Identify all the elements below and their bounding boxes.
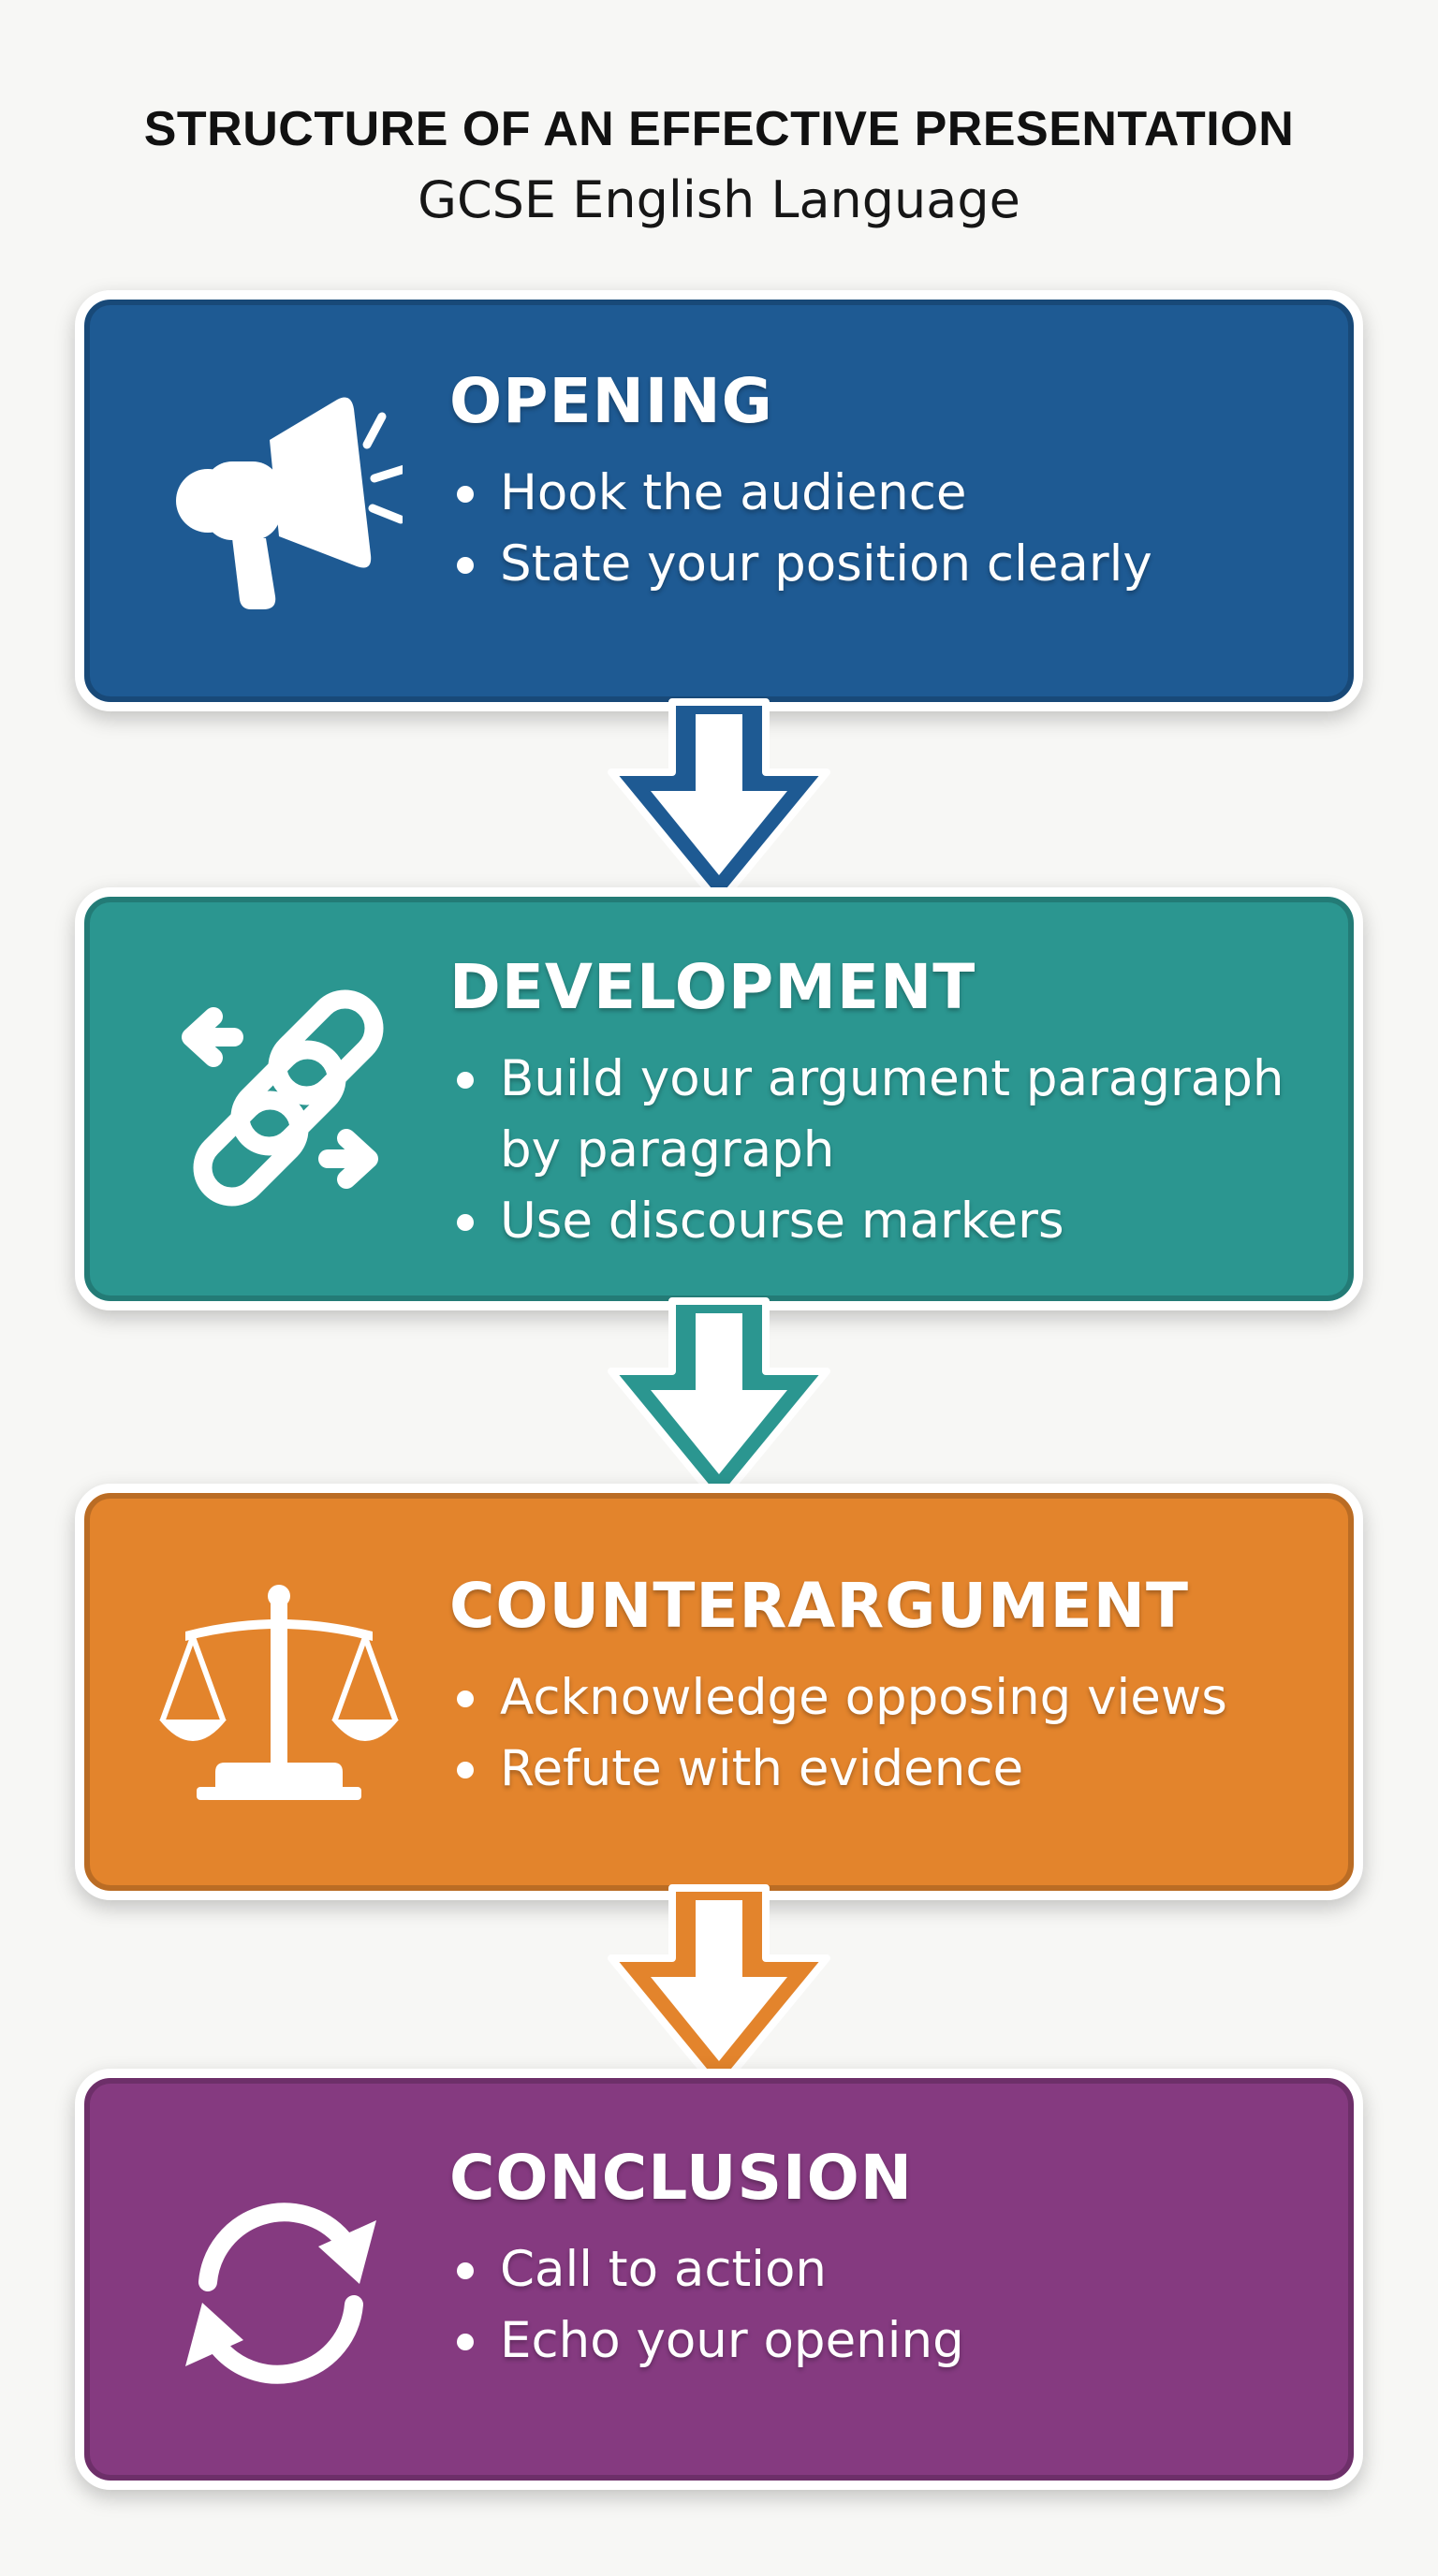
bullet-item: Refute with evidence: [449, 1734, 1316, 1805]
refresh-cycle-icon: [159, 2172, 403, 2415]
bullet-item: Acknowledge opposing views: [449, 1662, 1316, 1734]
page-subtitle: GCSE English Language: [418, 170, 1020, 229]
bullet-item: Call to action: [449, 2234, 1316, 2305]
flow-arrow-down: [602, 697, 836, 913]
stage-opening: OPENING Hook the audience State your pos…: [75, 290, 1363, 711]
flow-arrow-down: [602, 1883, 836, 2099]
flow-arrow-down: [602, 1296, 836, 1512]
stage-heading: CONCLUSION: [449, 2142, 913, 2214]
header: STRUCTURE OF AN EFFECTIVE PRESENTATION G…: [0, 101, 1438, 229]
stage-counterargument: COUNTERARGUMENT Acknowledge opposing vie…: [75, 1484, 1363, 1900]
page-title: STRUCTURE OF AN EFFECTIVE PRESENTATION: [143, 102, 1295, 156]
bullet-item: Use discourse markers: [449, 1186, 1316, 1257]
stage-conclusion: CONCLUSION Call to action Echo your open…: [75, 2069, 1363, 2490]
bullet-item: Build your argument paragraph by paragra…: [449, 1044, 1316, 1186]
balance-scale-icon: [159, 1579, 403, 1813]
megaphone-icon: [159, 388, 403, 613]
stage-development: DEVELOPMENT Build your argument paragrap…: [75, 887, 1363, 1310]
bullet-item: Hook the audience: [449, 458, 1316, 529]
bullet-item: Echo your opening: [449, 2305, 1316, 2377]
bullet-item: State your position clearly: [449, 529, 1316, 600]
stage-heading: COUNTERARGUMENT: [449, 1570, 1189, 1642]
stage-heading: DEVELOPMENT: [449, 951, 976, 1023]
stage-heading: OPENING: [449, 365, 773, 437]
chain-link-icon: [159, 972, 403, 1224]
